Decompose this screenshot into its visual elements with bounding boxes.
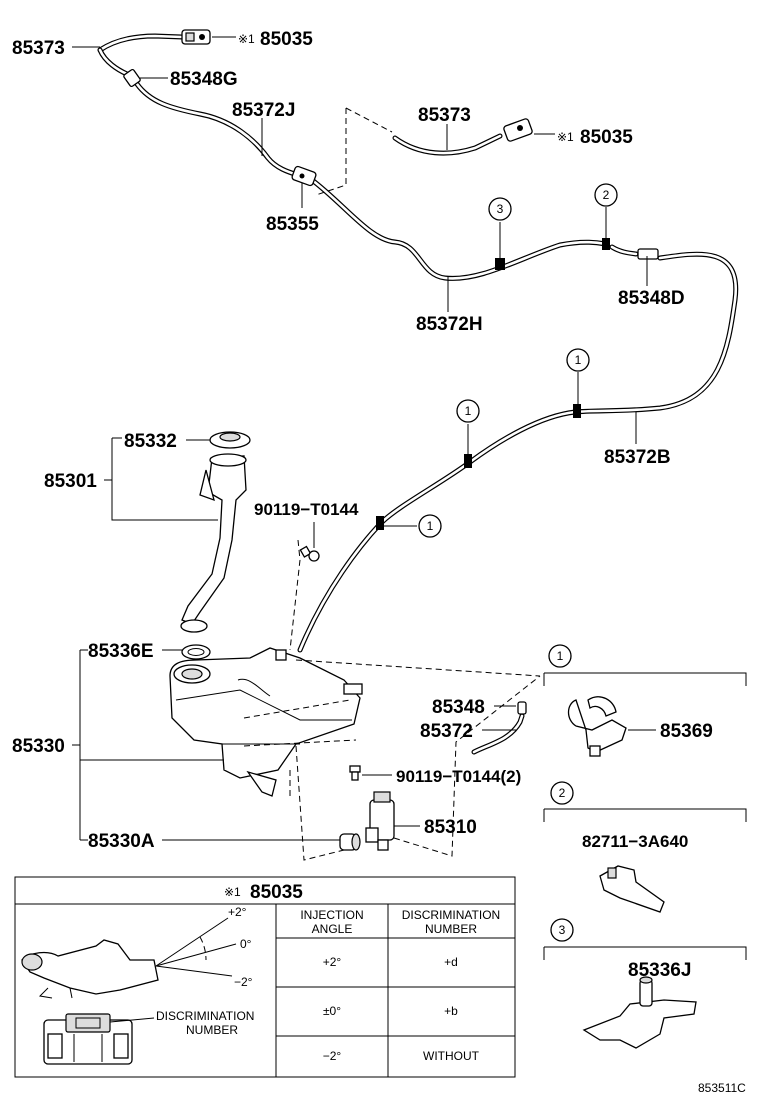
note-mark-top: ※1 xyxy=(238,32,255,46)
callout-2-upper: 2 xyxy=(594,183,618,207)
callout-3-detail: 3 xyxy=(550,918,574,942)
callout-1-detail: 1 xyxy=(548,644,572,668)
diagram-code: 853511C xyxy=(698,1081,746,1095)
svg-text:1: 1 xyxy=(557,649,564,663)
leaders-upper xyxy=(72,36,648,527)
hose-85372J xyxy=(97,47,301,178)
tank-85330 xyxy=(169,647,363,797)
table-row-number: +d xyxy=(444,955,458,969)
note-mark-mid: ※1 xyxy=(557,130,574,144)
label-85336E: 85336E xyxy=(88,641,154,662)
label-85348: 85348 xyxy=(432,697,485,718)
filler-pipe-85301 xyxy=(180,453,247,633)
label-85332: 85332 xyxy=(124,431,177,452)
grommet-85330A xyxy=(339,833,361,851)
hose-85373-mid xyxy=(392,133,503,156)
svg-text:1: 1 xyxy=(465,404,472,418)
table-row-angle: ±0° xyxy=(323,1004,341,1018)
label-85348G: 85348G xyxy=(170,69,238,90)
svg-text:3: 3 xyxy=(559,923,566,937)
callout-1-c: 1 xyxy=(418,514,442,538)
hose-85373-top xyxy=(97,33,185,53)
label-90119-a: 90119−T0144 xyxy=(254,500,359,519)
callout-3-upper: 3 xyxy=(488,197,512,221)
pump-85310 xyxy=(365,791,395,851)
bolt-90119-a xyxy=(299,545,320,562)
svg-text:2: 2 xyxy=(603,188,610,202)
nozzle-85035-mid xyxy=(503,118,533,142)
label-85369: 85369 xyxy=(660,721,713,742)
detail-3-panel xyxy=(543,946,747,1049)
label-85372B: 85372B xyxy=(604,447,671,468)
clip-85369 xyxy=(567,696,627,757)
clip-marks xyxy=(376,238,610,530)
col-number-header-l1: DISCRIMINATION xyxy=(402,908,500,922)
callout-1-b: 1 xyxy=(456,399,480,423)
label-85035-mid: 85035 xyxy=(580,127,633,148)
label-85373-mid: 85373 xyxy=(418,105,471,126)
hose-85372-short xyxy=(471,701,527,755)
angle-mark-plus2: +2° xyxy=(228,905,247,919)
grommet-85336E xyxy=(181,644,211,660)
label-85336J: 85336J xyxy=(628,960,691,981)
table-row-number: WITHOUT xyxy=(423,1049,480,1063)
col-angle-header-l2: ANGLE xyxy=(312,922,353,936)
detail-2-panel xyxy=(543,808,747,913)
disc-label-l1: DISCRIMINATION xyxy=(156,1009,254,1023)
label-82711: 82711−3A640 xyxy=(582,832,688,851)
label-85372J: 85372J xyxy=(232,100,295,121)
joint-85348G xyxy=(123,68,141,88)
nozzle-illustration xyxy=(21,917,237,999)
nozzle-85035-top xyxy=(181,29,211,45)
col-number-header-l2: NUMBER xyxy=(425,922,477,936)
label-85372H: 85372H xyxy=(416,314,483,335)
callout-2-detail: 2 xyxy=(550,781,574,805)
label-85330A: 85330A xyxy=(88,831,155,852)
table-title-part: 85035 xyxy=(250,882,303,903)
disc-label-l2: NUMBER xyxy=(186,1023,238,1037)
label-85373-top: 85373 xyxy=(12,38,65,59)
table-row-number: +b xyxy=(444,1004,458,1018)
svg-text:3: 3 xyxy=(497,202,504,216)
svg-text:1: 1 xyxy=(575,353,582,367)
clip-85336J xyxy=(582,976,697,1049)
label-85301: 85301 xyxy=(44,471,97,492)
angle-mark-minus2: −2° xyxy=(234,975,253,989)
table-row-angle: −2° xyxy=(323,1049,342,1063)
label-85035-top: 85035 xyxy=(260,29,313,50)
joint-85348D xyxy=(637,248,659,260)
table-title-mark: ※1 xyxy=(224,885,241,899)
joint-85355 xyxy=(291,165,317,187)
bracket-82711 xyxy=(599,865,665,913)
cap-85332 xyxy=(209,431,251,449)
col-angle-header-l1: INJECTION xyxy=(300,908,363,922)
nozzle-top-view xyxy=(43,1013,133,1065)
label-85372: 85372 xyxy=(420,721,473,742)
label-85310: 85310 xyxy=(424,817,477,838)
label-85330: 85330 xyxy=(12,736,65,757)
hose-85372H xyxy=(309,177,609,281)
table-row-angle: +2° xyxy=(323,955,342,969)
svg-text:1: 1 xyxy=(427,519,434,533)
callout-1-a: 1 xyxy=(566,348,590,372)
bolt-90119-b xyxy=(349,765,361,781)
label-90119-b: 90119−T0144(2) xyxy=(396,767,521,786)
svg-text:2: 2 xyxy=(559,786,566,800)
angle-mark-zero: 0° xyxy=(240,937,252,951)
detail-1-panel xyxy=(543,672,747,757)
label-85348D: 85348D xyxy=(618,288,685,309)
label-85355: 85355 xyxy=(266,214,319,235)
nozzle-table xyxy=(14,876,516,1078)
